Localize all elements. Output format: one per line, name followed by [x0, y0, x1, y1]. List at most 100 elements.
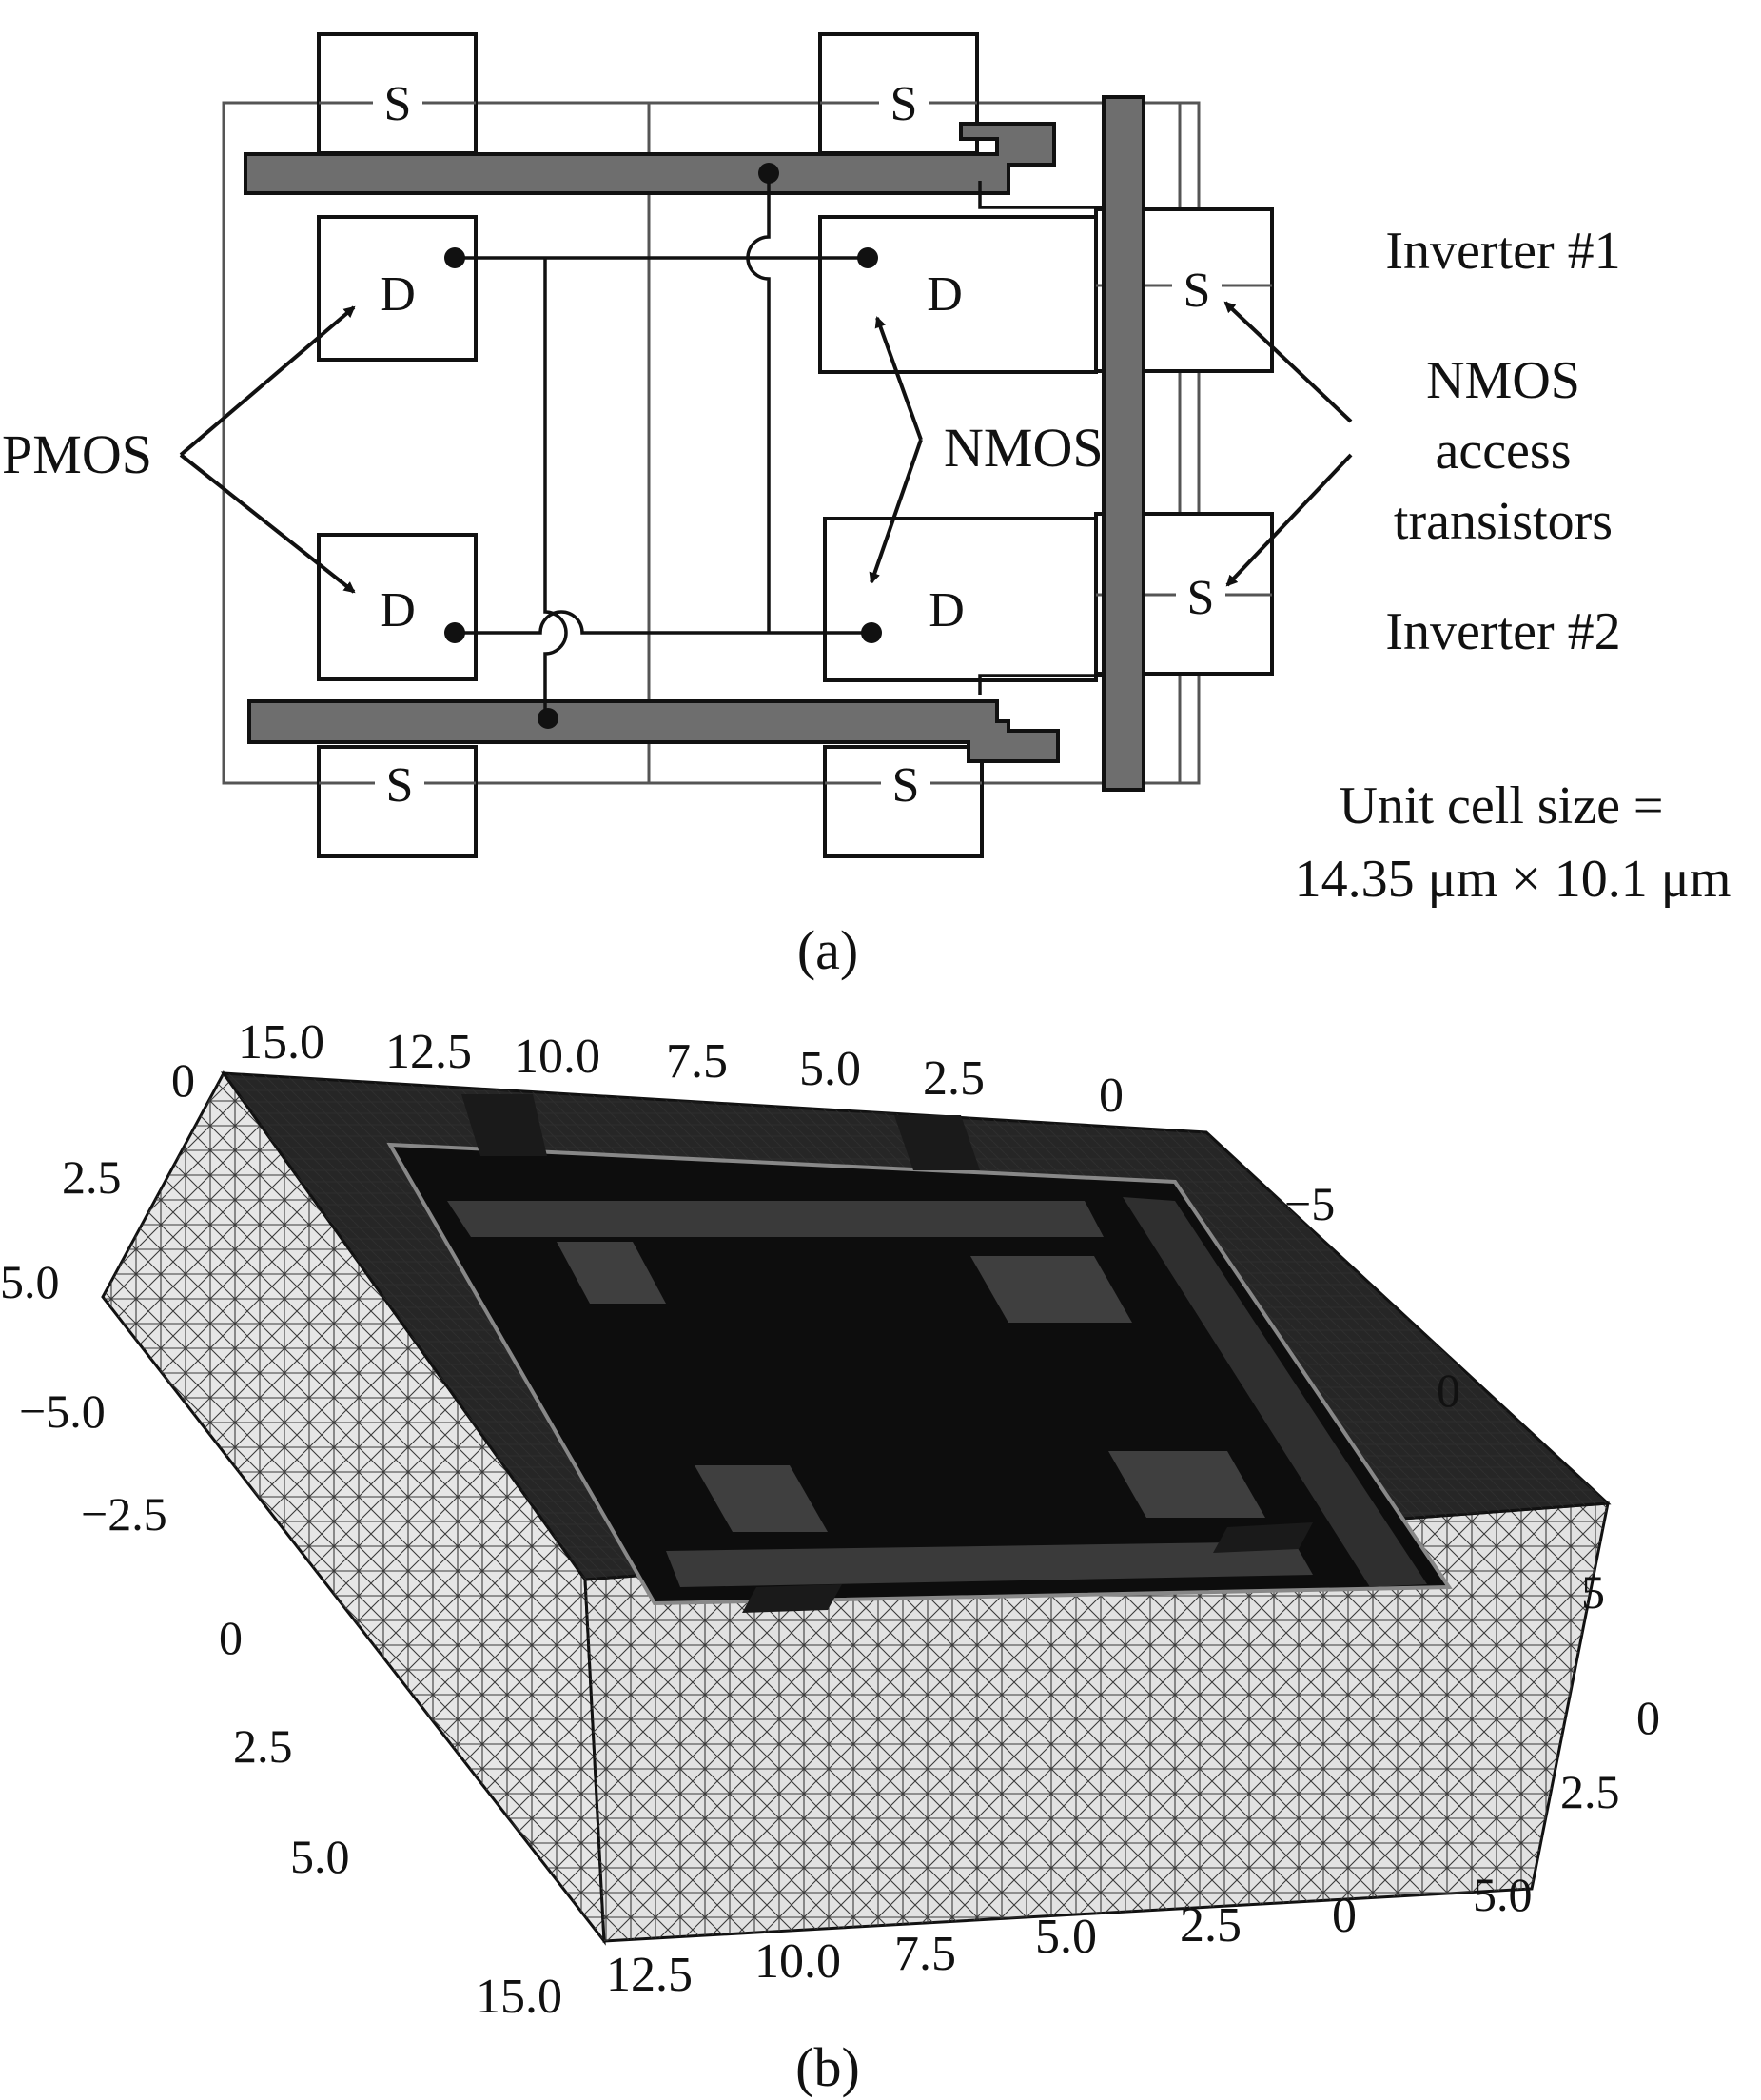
device-word-line — [1123, 1197, 1427, 1587]
label-mask — [1172, 262, 1222, 315]
source-label: S — [384, 77, 412, 131]
gate-bar-top — [244, 122, 1056, 195]
drain-box-nmos2 — [823, 517, 1098, 682]
nmos-label: NMOS — [944, 417, 1104, 479]
word-line-bar — [1102, 95, 1145, 792]
source-label: S — [386, 758, 414, 813]
access-label-line3: transistors — [1394, 492, 1613, 551]
junction-dot — [857, 247, 878, 268]
axis-tick-label: 7.5 — [666, 1034, 728, 1089]
axis-tick-label: 15.0 — [476, 1970, 562, 2024]
axis-tick-label: −5 — [1284, 1177, 1335, 1230]
access-arrow-2 — [1225, 453, 1353, 587]
bottom-x-tick-group: 15.0 12.5 10.0 7.5 5.0 2.5 0 — [476, 1889, 1357, 2024]
axis-tick-label: 12.5 — [606, 1948, 693, 2002]
axis-tick-label: 0 — [219, 1611, 243, 1664]
axis-tick-label: −2.5 — [81, 1487, 167, 1541]
axis-tick-label: 2.5 — [1560, 1765, 1620, 1818]
cell-size-label-line2: 14.35 μm × 10.1 μm — [1295, 850, 1732, 909]
drain-label: D — [927, 267, 963, 322]
mesh-band — [742, 1584, 842, 1613]
source-label: S — [1184, 264, 1211, 318]
drain-box-nmos1 — [818, 215, 1098, 374]
axis-tick-label: 0 — [1099, 1069, 1124, 1123]
mesh-band — [461, 1094, 547, 1156]
inverter1-label: Inverter #1 — [1385, 222, 1620, 281]
axis-tick-label: 0 — [171, 1053, 195, 1107]
drain-box-pmos1 — [317, 215, 478, 362]
axis-tick-label: −5.0 — [19, 1384, 106, 1438]
left-tick-group: −5.0 −2.5 0 2.5 5.0 — [19, 1384, 350, 1883]
drain-label: D — [380, 583, 416, 638]
axis-tick-label: 5 — [1581, 1565, 1605, 1619]
panel-a-layout: S S S S S S D D D D PMOS NMOS Inverter #… — [2, 32, 1732, 981]
axis-tick-label: 5.0 — [0, 1255, 60, 1308]
junction-dot — [538, 708, 558, 729]
axis-tick-label: 10.0 — [514, 1030, 600, 1084]
axis-tick-label: 2.5 — [62, 1150, 122, 1204]
mesh-front-face-grid — [585, 1503, 1608, 1941]
right-tick-group: −5 0 5 — [1284, 1177, 1605, 1619]
drain-label: D — [929, 583, 965, 638]
label-mask — [375, 756, 424, 810]
axis-tick-label: 7.5 — [894, 1927, 956, 1981]
cell-size-label-line1: Unit cell size = — [1339, 776, 1663, 835]
device-gate-top — [447, 1201, 1104, 1237]
wire-d2 — [455, 610, 877, 635]
axis-tick-label: 5.0 — [290, 1830, 350, 1883]
junction-dot — [444, 622, 465, 643]
cell-outline — [222, 101, 1201, 785]
source-label: S — [1187, 571, 1215, 625]
inverter2-label: Inverter #2 — [1385, 602, 1620, 661]
drain-box-pmos2 — [317, 533, 478, 681]
axis-tick-label: 0 — [1636, 1691, 1660, 1744]
axis-tick-label: 5.0 — [1473, 1868, 1533, 1921]
bar-link-top — [978, 181, 1104, 209]
axis-tick-label: 2.5 — [923, 1051, 985, 1106]
device-pad — [1108, 1451, 1265, 1518]
axis-tick-label: 15.0 — [238, 1015, 324, 1070]
axis-tick-label: 0 — [1332, 1889, 1357, 1943]
caption-b: (b) — [795, 2036, 860, 2098]
junction-dot — [758, 163, 779, 184]
label-mask — [879, 76, 929, 129]
device-pad — [695, 1465, 828, 1532]
axis-tick-label: 10.0 — [754, 1934, 841, 1989]
right-z-tick-group: 0 2.5 5.0 — [1473, 1691, 1660, 1921]
axis-tick-label: 12.5 — [385, 1025, 472, 1079]
top-left-tick-group: 0 2.55.0 — [0, 1053, 195, 1308]
axis-tick-label: 2.5 — [1180, 1898, 1242, 1953]
device-pad — [557, 1242, 666, 1304]
junction-dot — [444, 247, 465, 268]
drain-label: D — [380, 267, 416, 322]
pmos-arrow-1 — [179, 305, 356, 457]
axis-tick-label: 2.5 — [233, 1719, 293, 1773]
source-label: S — [892, 758, 920, 813]
label-mask — [373, 76, 422, 129]
gate-bar-bottom — [247, 699, 1060, 763]
label-mask — [1176, 569, 1225, 622]
source-label: S — [890, 77, 918, 131]
nmos-arrow-2 — [869, 439, 923, 584]
label-mask — [881, 756, 930, 810]
access-label-line1: NMOS — [1426, 351, 1580, 410]
wire-vertical-left — [543, 258, 568, 718]
axis-tick-label: 0 — [1437, 1364, 1460, 1417]
access-label-line2: access — [1435, 422, 1571, 481]
device-gate-bottom — [666, 1541, 1313, 1587]
pmos-arrow-2 — [179, 453, 356, 594]
mesh-band — [1213, 1522, 1313, 1553]
caption-a: (a) — [797, 919, 858, 981]
nmos-arrow-1 — [874, 316, 923, 441]
mesh-band — [894, 1115, 980, 1170]
access-arrow-1 — [1223, 301, 1353, 423]
pmos-label: PMOS — [2, 423, 152, 485]
device-pad — [970, 1256, 1132, 1323]
junction-dot — [861, 622, 882, 643]
axis-tick-label: 5.0 — [1035, 1910, 1097, 1964]
wire-vertical-right — [746, 173, 771, 633]
bar-link-bottom — [978, 674, 1104, 695]
